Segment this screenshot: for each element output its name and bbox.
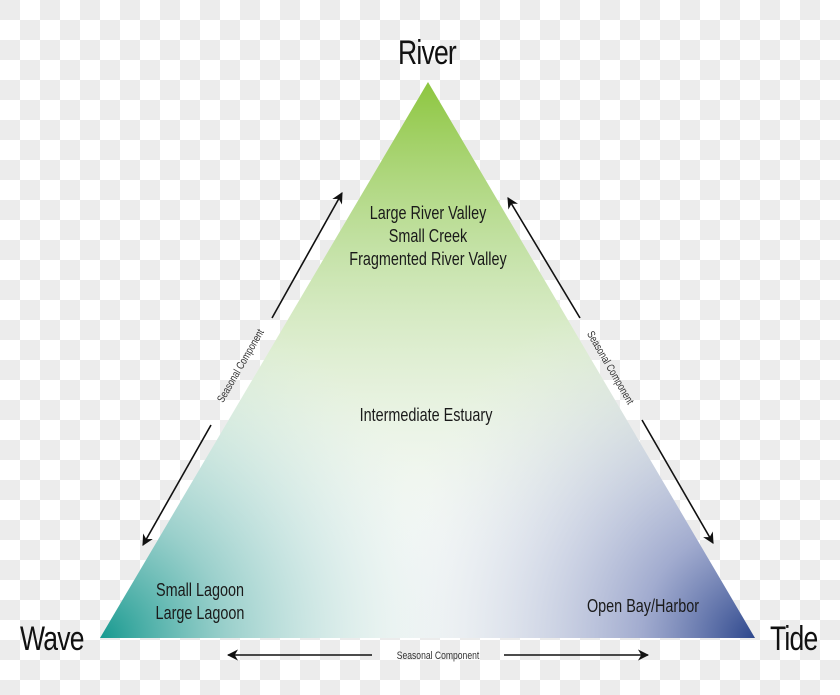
left-seasonal-arrow	[142, 192, 343, 546]
region-center: Intermediate Estuary	[360, 404, 493, 427]
vertex-label-tide: Tide	[770, 620, 818, 658]
region-item: Open Bay/Harbor	[586, 596, 700, 616]
region-item: Large River Valley	[369, 203, 487, 223]
region-river: Large River Valley Small Creek Fragmente…	[349, 202, 506, 271]
region-tide: Open Bay/Harbor	[587, 595, 699, 618]
region-item: Small Creek	[388, 226, 468, 246]
bottom-edge-label: Seasonal Component	[396, 650, 480, 662]
vertex-label-river: River	[398, 34, 457, 72]
region-item: Fragmented River Valley	[349, 249, 507, 269]
region-item: Intermediate Estuary	[359, 405, 493, 425]
triangle	[100, 82, 755, 638]
region-item: Large Lagoon	[155, 603, 245, 623]
vertex-label-wave: Wave	[20, 620, 84, 658]
region-item: Small Lagoon	[155, 580, 245, 600]
region-wave: Small Lagoon Large Lagoon	[156, 579, 245, 625]
right-seasonal-arrow	[507, 197, 714, 544]
